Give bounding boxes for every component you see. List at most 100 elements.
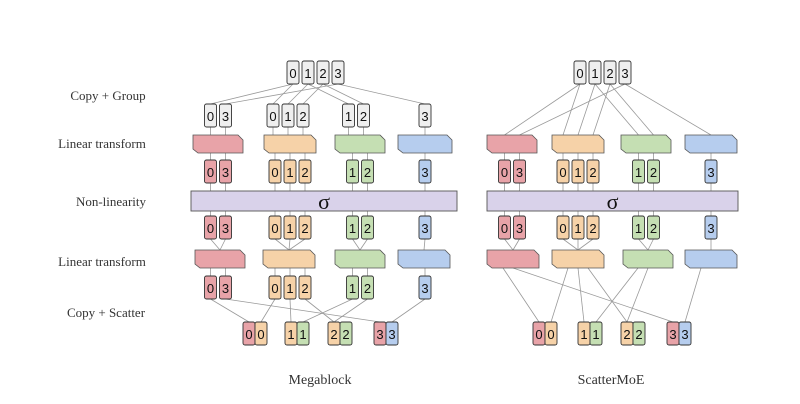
d1-hidden2-2-token-0-label: 1	[635, 221, 642, 236]
d1-linear2-plate-2	[622, 249, 674, 269]
d0-output-3-slot-1-box	[385, 321, 399, 346]
d1-hidden1-1-token-2-label: 2	[589, 165, 596, 180]
d0-hidden2-2-token-0-label: 1	[349, 221, 356, 236]
d0-group-0-token-0-label: 0	[207, 109, 214, 124]
d0-hidden1-0-token-0-box	[204, 159, 217, 184]
d0-output-2-slot-1-label: 2	[342, 327, 349, 342]
d0-hidden1-2-token-0-box	[346, 159, 359, 184]
d1-scatter-line-0-1	[512, 267, 674, 323]
d1-hidden2-2-token-1-box	[647, 215, 660, 240]
d0-scatter-line-2-1	[333, 298, 368, 323]
d0-scatter-line-1-2	[304, 298, 335, 323]
label-copy-group: Copy + Group	[70, 88, 145, 103]
d0-hidden2-0-token-1-box	[219, 215, 232, 240]
d0-output-3-slot-1-label: 3	[388, 327, 395, 342]
d0-group-3-token-0-label: 3	[421, 109, 428, 124]
label-copy-scatter: Copy + Scatter	[67, 305, 146, 320]
d0-group-2-token-1-box	[357, 103, 370, 128]
d1-hidden1-0-token-1-label: 3	[516, 165, 523, 180]
d0-group-2-token-1-label: 2	[360, 109, 367, 124]
d1-output-3-slot-1-label: 3	[681, 327, 688, 342]
d0-group-0-token-0-box	[204, 103, 217, 128]
d0-hidden1-2-token-1-box	[361, 159, 374, 184]
d0-group-3-token-0-box	[418, 103, 432, 128]
d0-output-0-slot-1-label: 0	[257, 327, 264, 342]
d0-group-1-token-1-box	[281, 103, 295, 128]
d0-hidden3-2-token-1-label: 2	[364, 281, 371, 296]
d1-hidden1-1-token-2-box	[586, 159, 600, 184]
d1-gather-line-0-0	[504, 83, 581, 136]
d1-hidden2-0-token-0-box	[498, 215, 511, 240]
captions: Megablock ScatterMoE	[289, 373, 645, 388]
d0-hidden2-0-token-0-label: 0	[207, 221, 214, 236]
label-non-linearity: Non-linearity	[76, 194, 147, 209]
d1-output-1-slot-1-label: 1	[592, 327, 599, 342]
d1-hidden2-1-token-2-box	[586, 215, 600, 240]
d0-output-1-slot-1-box	[296, 321, 310, 346]
d0-hidden2-1-token-0-box	[268, 215, 282, 240]
d0-hidden2-2-token-0-box	[346, 215, 359, 240]
d1-scatter-line-3-0	[684, 267, 702, 323]
d0-output-0-slot-1-box	[254, 321, 268, 346]
d1-scatter-line-0-0	[502, 267, 540, 323]
d0-hidden3-0-token-0-label: 0	[207, 281, 214, 296]
d0-hidden1-1-token-0-label: 0	[271, 165, 278, 180]
d0-token-to-linear2-2-1	[359, 238, 368, 251]
d1-linear1-plate-1	[551, 134, 605, 154]
d0-hidden3-2-token-0-label: 1	[349, 281, 356, 296]
d0-hidden3-3-token-0-label: 3	[421, 281, 428, 296]
d0-copy-line-1-1	[287, 83, 309, 105]
d0-hidden1-1-token-2-box	[298, 159, 312, 184]
d1-input-token-0-label: 0	[576, 66, 583, 81]
d1-gather-line-2-0	[594, 83, 639, 136]
d0-hidden3-1-token-1-box	[283, 275, 297, 300]
d0-copy-line-1-2	[302, 83, 324, 105]
d1-hidden1-1-token-1-label: 1	[574, 165, 581, 180]
d0-copy-line-3-0	[337, 83, 426, 105]
d1-input-token-2-label: 2	[606, 66, 613, 81]
d1-hidden1-1-token-1-box	[571, 159, 585, 184]
d0-output-2-slot-1-box	[339, 321, 353, 346]
d0-input-token-3-label: 3	[334, 66, 341, 81]
d0-hidden1-0-token-1-box	[219, 159, 232, 184]
d0-hidden3-0-token-1-box	[219, 275, 232, 300]
sigma-symbol-0: σ	[318, 189, 330, 214]
d0-hidden1-3-token-0-box	[418, 159, 432, 184]
d1-hidden2-0-token-0-label: 0	[501, 221, 508, 236]
d0-scatter-line-2-0	[302, 298, 353, 323]
label-linear-transform-2: Linear transform	[58, 254, 146, 269]
d0-group-1-token-2-box	[296, 103, 310, 128]
sigma-bar-1	[486, 190, 739, 212]
d0-linear2-plate-1	[262, 249, 316, 269]
d1-gather-line-1-1	[577, 83, 596, 136]
d0-group-1-token-2-label: 2	[299, 109, 306, 124]
d1-output-2-slot-0-label: 2	[623, 327, 630, 342]
d0-hidden1-1-token-1-box	[283, 159, 297, 184]
d0-group-1-token-0-box	[266, 103, 280, 128]
d1-token-to-linear2-1-2	[577, 238, 594, 251]
d0-copy-line-2-0	[307, 83, 349, 105]
caption-megablock: Megablock	[289, 373, 352, 388]
d0-hidden2-0-token-0-box	[204, 215, 217, 240]
d1-hidden2-1-token-2-label: 2	[589, 221, 596, 236]
d0-output-2-slot-0-label: 2	[330, 327, 337, 342]
d0-output-1-slot-0-label: 1	[287, 327, 294, 342]
d0-output-3-slot-0-label: 3	[376, 327, 383, 342]
d1-hidden2-3-token-0-label: 3	[707, 221, 714, 236]
d0-hidden2-1-token-1-box	[283, 215, 297, 240]
d0-token-to-linear2-1-1	[288, 238, 291, 251]
d0-hidden1-2-token-1-label: 2	[364, 165, 371, 180]
d0-linear2-plate-3	[397, 249, 451, 269]
d1-output-1-slot-0-label: 1	[580, 327, 587, 342]
d1-token-to-linear2-0-1	[512, 238, 520, 251]
d1-gather-line-3-0	[624, 83, 712, 136]
d0-hidden1-1-token-1-label: 1	[286, 165, 293, 180]
d0-hidden2-2-token-1-label: 2	[364, 221, 371, 236]
d1-token-to-linear2-1-0	[562, 238, 579, 251]
d0-hidden2-3-token-0-label: 3	[421, 221, 428, 236]
d1-scatter-line-2-0	[595, 267, 639, 323]
d1-hidden2-1-token-0-box	[556, 215, 570, 240]
d0-token-to-linear2-1-0	[274, 238, 290, 251]
d1-hidden1-3-token-0-box	[704, 159, 718, 184]
